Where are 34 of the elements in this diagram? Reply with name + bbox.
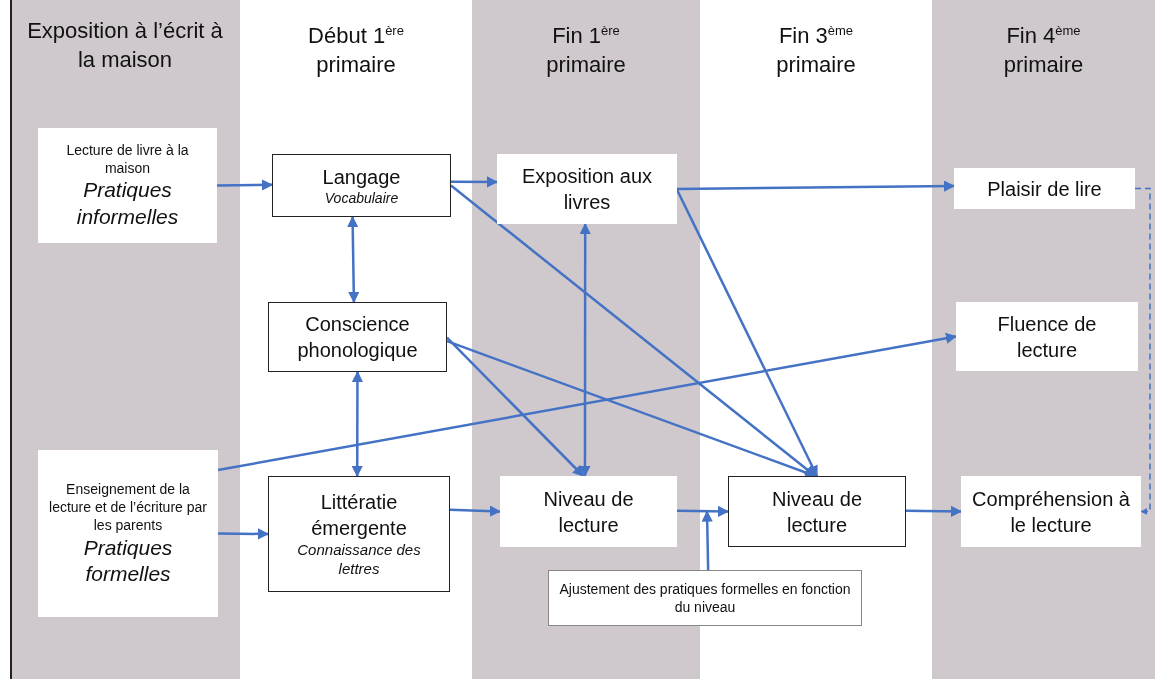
arrow xyxy=(1134,187,1151,515)
process-box: Niveau de lecture xyxy=(728,476,906,547)
process-box: Littératie émergente Connaissance des lettres xyxy=(268,476,450,592)
arrow xyxy=(351,370,364,478)
arrow xyxy=(218,528,270,540)
process-box: Exposition aux livres xyxy=(497,154,677,224)
arrow xyxy=(217,332,958,472)
arrow xyxy=(701,510,713,571)
column-band xyxy=(932,0,1155,679)
column-heading: Fin 4$^{ème}$ primaire xyxy=(1002,22,1085,80)
column-heading: Fin 3$^{ème}$ primaire xyxy=(775,22,857,80)
practice-box: Lecture de livre à la maison Pratiques informelles xyxy=(38,128,217,243)
arrow xyxy=(451,176,499,188)
arrow xyxy=(347,215,360,304)
arrow xyxy=(677,180,956,192)
process-box: Niveau de lecture xyxy=(500,476,677,547)
column-heading: Exposition à l’écrit à la maison xyxy=(26,17,224,74)
arrow xyxy=(217,179,274,191)
arrow xyxy=(446,336,585,477)
practice-box: Enseignement de la lecture et de l’écriture par les parents Pratiques formelles xyxy=(38,450,218,617)
arrow xyxy=(677,505,730,517)
column-band xyxy=(10,0,240,679)
arrow xyxy=(449,505,502,517)
process-box: Compréhension à le lecture xyxy=(961,476,1141,547)
column-heading: Début 1$^{ère}$ primaire xyxy=(307,22,405,80)
note-box: Ajustement des pratiques formelles en fonction du niveau xyxy=(548,570,862,626)
process-box: Plaisir de lire xyxy=(954,168,1135,209)
arrow xyxy=(579,222,591,478)
process-box: Langage Vocabulaire xyxy=(272,154,451,217)
process-box: Fluence de lecture xyxy=(956,302,1138,371)
process-box: Conscience phonologique xyxy=(268,302,447,372)
arrow xyxy=(675,189,819,477)
column-heading: Fin 1$^{ère}$ primaire xyxy=(545,22,627,80)
arrow xyxy=(906,505,963,517)
